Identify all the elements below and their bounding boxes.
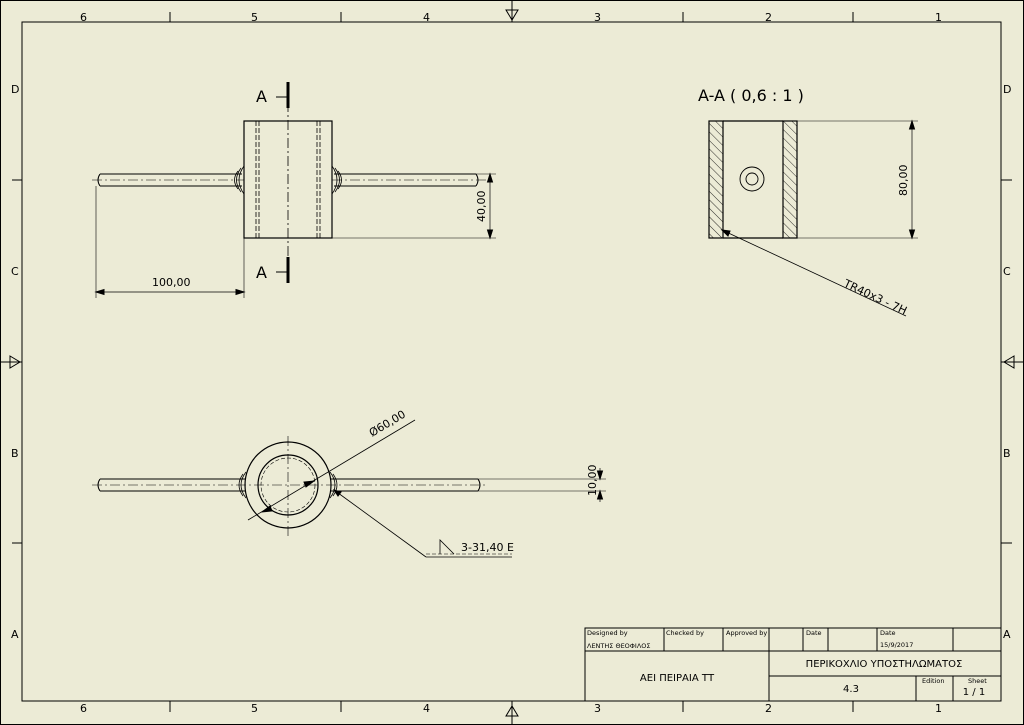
dimension-rod-diameter: 10,00 bbox=[586, 465, 599, 497]
zone-col-6-top: 6 bbox=[80, 11, 87, 24]
zone-col-2-top: 2 bbox=[765, 11, 772, 24]
institution-name: ΑΕΙ ΠΕΙΡΑΙΑ ΤΤ bbox=[640, 673, 715, 684]
weld-right bbox=[331, 165, 342, 195]
zone-col-6-bottom: 6 bbox=[80, 702, 87, 715]
zone-col-4-bottom: 4 bbox=[423, 702, 430, 715]
section-right-wall bbox=[782, 120, 798, 239]
rod-hole-inner bbox=[745, 172, 759, 186]
right-rod bbox=[332, 173, 486, 187]
checked-by-label: Checked by bbox=[666, 629, 704, 637]
date-value: 15/9/2017 bbox=[880, 641, 913, 649]
drawing-number: 4.3 bbox=[843, 684, 859, 695]
left-rod bbox=[92, 173, 244, 187]
sheet-number: 1 / 1 bbox=[963, 687, 985, 698]
diameter-leader bbox=[247, 419, 416, 521]
top-weld-right bbox=[329, 471, 338, 499]
drawing-title: ΠΕΡΙΚΟΧΛΙΟ ΥΠΟΣΤΗΛΩΜΑΤΟΣ bbox=[806, 659, 963, 670]
designed-by-value: ΛΕΝΤΗΣ ΘΕΟΦΙΛΟΣ bbox=[587, 642, 651, 650]
edition-label: Edition bbox=[922, 677, 945, 685]
designed-by-label: Designed by bbox=[587, 629, 628, 637]
sheet-label: Sheet bbox=[968, 677, 987, 685]
zone-row-a-left: A bbox=[11, 628, 19, 641]
zone-col-2-bottom: 2 bbox=[765, 702, 772, 715]
zone-row-c-right: C bbox=[1003, 265, 1011, 278]
dimension-height: 40,00 bbox=[475, 191, 488, 223]
approved-by-label: Approved by bbox=[726, 629, 767, 637]
title-block bbox=[584, 627, 1002, 702]
zone-col-5-bottom: 5 bbox=[251, 702, 258, 715]
weld-leader bbox=[333, 489, 427, 558]
zone-row-d-right: D bbox=[1003, 83, 1011, 96]
zone-row-d-left: D bbox=[11, 83, 19, 96]
thread-leader bbox=[721, 229, 907, 317]
front-view bbox=[92, 82, 496, 298]
date-label: Date bbox=[880, 629, 896, 637]
section-left-wall bbox=[708, 120, 724, 239]
dimension-section-height: 80,00 bbox=[897, 165, 910, 197]
zone-row-b-left: B bbox=[11, 447, 19, 460]
dimension-length: 100,00 bbox=[152, 276, 191, 289]
zone-row-a-right: A bbox=[1003, 628, 1011, 641]
zone-col-4-top: 4 bbox=[423, 11, 430, 24]
weld-symbol-text: 3-31,40 E bbox=[461, 541, 514, 554]
zone-col-3-top: 3 bbox=[594, 11, 601, 24]
zone-col-3-bottom: 3 bbox=[594, 702, 601, 715]
zone-ticks bbox=[12, 12, 1012, 712]
fillet-weld-symbol bbox=[439, 539, 455, 555]
section-view bbox=[708, 119, 918, 317]
weld-left bbox=[234, 165, 245, 195]
zone-col-5-top: 5 bbox=[251, 11, 258, 24]
zone-col-1-top: 1 bbox=[935, 11, 942, 24]
section-marker-bottom: A bbox=[256, 263, 267, 282]
zone-row-c-left: C bbox=[11, 265, 19, 278]
dimension-diameter: Ø60,00 bbox=[367, 408, 408, 440]
date-label-approved: Date bbox=[806, 629, 822, 637]
zone-col-1-bottom: 1 bbox=[935, 702, 942, 715]
rod-hole-outer bbox=[739, 166, 765, 192]
section-view-title: A-A ( 0,6 : 1 ) bbox=[698, 86, 804, 105]
top-view bbox=[92, 419, 606, 558]
zone-row-b-right: B bbox=[1003, 447, 1011, 460]
top-weld-left bbox=[238, 471, 247, 499]
drawing-frame bbox=[21, 21, 1002, 702]
thread-callout: TR40x3 - 7H bbox=[841, 277, 909, 318]
zone-labels: 6 5 4 3 2 1 6 5 4 3 2 1 D C B A D C B A bbox=[11, 11, 1011, 715]
section-marker-top: A bbox=[256, 87, 267, 106]
